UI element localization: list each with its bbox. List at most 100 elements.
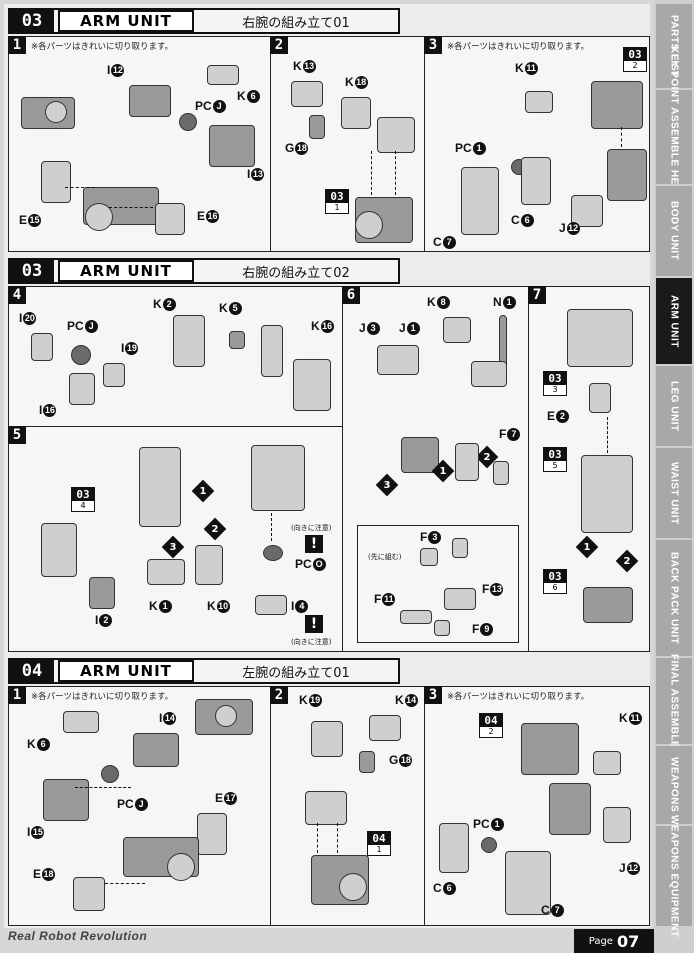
side-tab-waist-unit[interactable]: WAIST UNIT (656, 448, 692, 540)
assembly-note: (先に組む) (368, 553, 402, 561)
section-subtitle: 右腕の組み立て01 (242, 15, 350, 31)
joint-part (355, 211, 383, 239)
polycap-part (71, 345, 91, 365)
pin-part (309, 115, 325, 139)
shoulder-assembly (567, 309, 633, 367)
side-tab-weapons[interactable]: WEAPONS (656, 746, 692, 826)
armor-part (525, 91, 553, 113)
arm-part (133, 733, 179, 767)
assembly-arrow (105, 883, 145, 884)
side-tab-body-unit[interactable]: BODY UNIT (656, 186, 692, 278)
footer-brand: Real Robot Revolution (8, 929, 148, 943)
order-marker: 3 (375, 473, 399, 497)
joint-part (31, 333, 53, 361)
joint-part (45, 101, 67, 123)
side-tab-weapons-equipment[interactable]: WEAPONS EQUIPMENT (656, 815, 692, 937)
joint-part (339, 873, 367, 901)
step-number: 2 (270, 36, 288, 54)
section-header-3: 04 ARM UNIT 左腕の組み立て01 (8, 658, 400, 684)
joint-part (589, 383, 611, 413)
frame-part (521, 157, 551, 205)
section-header-2: 03 ARM UNIT 右腕の組み立て02 (8, 258, 400, 284)
section-subtitle: 左腕の組み立て01 (242, 665, 350, 681)
side-tab-leg-unit[interactable]: LEG UNIT (656, 366, 692, 448)
shoulder-part (305, 791, 347, 825)
armor-part (593, 751, 621, 775)
direction-note: (向きに注意) (291, 638, 332, 646)
palm-part (444, 588, 476, 610)
armor-part (369, 715, 401, 741)
page-number: 07 (616, 931, 640, 951)
side-tabs: PARTS LIST KEY POINT ASSEMBLE HEAD UNIT … (654, 0, 694, 953)
section-number: 03 (10, 260, 54, 282)
page-number-box: Page 07 (574, 929, 654, 953)
joint-part (103, 363, 125, 387)
polycap-part (481, 837, 497, 853)
note-text: ※各パーツはきれいに切り取ります。 (447, 692, 590, 702)
side-tab-final-assemble[interactable]: FINAL ASSEMBLE (656, 654, 692, 748)
order-marker: 1 (575, 535, 599, 559)
knuckle-part (452, 538, 468, 558)
frame-part (439, 823, 469, 873)
wrist-part (85, 203, 113, 231)
upper-arm-part (607, 149, 647, 201)
side-tab-parts-list[interactable]: PARTS LIST (656, 4, 692, 90)
hand-base-part (401, 437, 439, 473)
armor-part (341, 97, 371, 129)
order-marker: 3 (161, 535, 185, 559)
assembly-arrow (109, 207, 153, 208)
note-text: ※各パーツはきれいに切り取ります。 (447, 42, 590, 52)
step-number: 7 (528, 286, 546, 304)
base-part (255, 595, 287, 615)
side-tab-arm-unit[interactable]: ARM UNIT (656, 278, 692, 366)
section-title: ARM UNIT (58, 660, 194, 682)
cover-part (155, 203, 185, 235)
polycap-part (179, 113, 197, 131)
assembly-arrow (371, 151, 372, 195)
polycap-part (101, 765, 119, 783)
frame-part (461, 167, 499, 235)
section-subtitle: 右腕の組み立て02 (242, 265, 350, 281)
order-marker: 1 (191, 479, 215, 503)
elbow-part (43, 779, 89, 821)
step-number: 1 (8, 36, 26, 54)
side-tab-head-unit[interactable]: KEY POINT ASSEMBLE HEAD UNIT (656, 46, 692, 228)
assembly-arrow (395, 151, 396, 195)
joint-part (69, 373, 95, 405)
armor-part (311, 721, 343, 757)
assembly-arrow (621, 127, 622, 147)
section-header-1: 03 ARM UNIT 右腕の組み立て01 (8, 8, 400, 34)
side-tab-back-pack-unit[interactable]: BACK PACK UNIT (656, 540, 692, 658)
frame-part (377, 345, 419, 375)
